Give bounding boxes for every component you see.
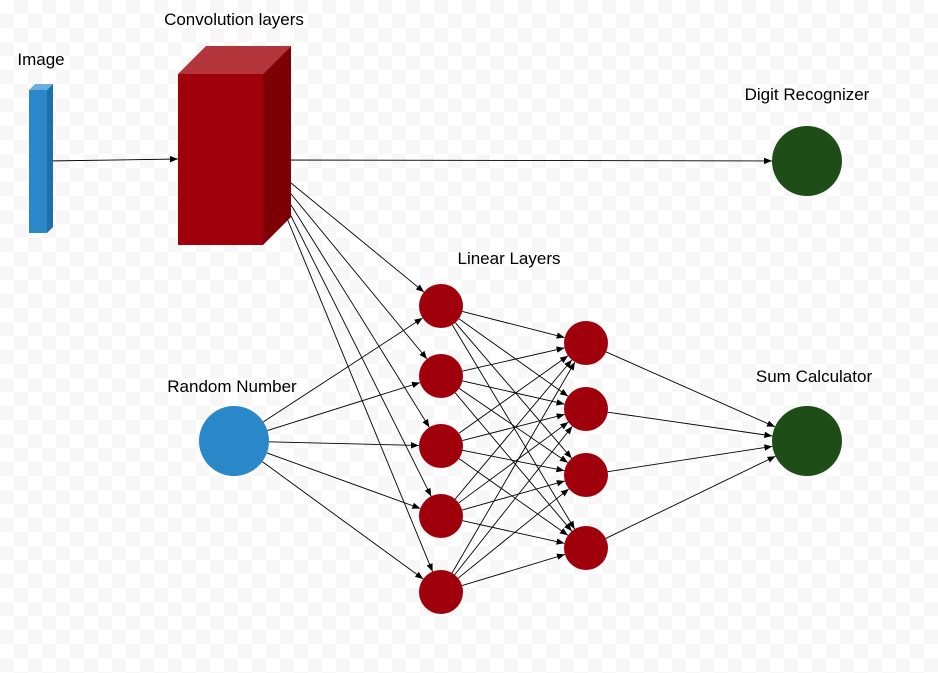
conv-to-digit-edge xyxy=(262,157,773,165)
conv-to-hidden-edge xyxy=(262,159,434,572)
image-bar xyxy=(29,84,53,233)
hidden2-to-sum-edge xyxy=(605,351,776,428)
sum-calculator-node xyxy=(772,406,842,476)
edges-group xyxy=(46,155,776,587)
hidden1-to-hidden2-edge xyxy=(457,488,570,579)
hidden1-to-hidden2-edge xyxy=(462,449,565,473)
random-number-label: Random Number xyxy=(167,377,297,396)
hidden1-to-hidden2-edge xyxy=(451,361,576,574)
random-to-hidden-edge xyxy=(263,317,423,423)
random-to-hidden-edge xyxy=(267,381,421,431)
image-bar-side xyxy=(47,84,53,233)
random-to-hidden-edge xyxy=(266,452,421,509)
image-label: Image xyxy=(17,50,64,69)
hidden1-neuron xyxy=(419,284,463,328)
digit-recognizer-label: Digit Recognizer xyxy=(745,85,870,104)
hidden1-to-hidden2-edge xyxy=(451,324,576,530)
conv-to-hidden-edge xyxy=(262,159,432,497)
linear-layers-label: Linear Layers xyxy=(457,249,560,268)
image-bar-front xyxy=(29,90,47,233)
random-to-hidden-edge xyxy=(268,441,420,449)
hidden1-to-hidden2-edge xyxy=(454,359,573,500)
hidden1-to-hidden2-edge xyxy=(462,346,565,372)
hidden1-to-hidden2-edge xyxy=(462,480,565,511)
hidden1-neuron xyxy=(419,424,463,468)
hidden2-neuron xyxy=(564,387,608,431)
image-bar-top xyxy=(29,84,53,90)
hidden1-to-hidden2-edge xyxy=(458,355,569,434)
sum-calculator-label: Sum Calculator xyxy=(756,367,873,386)
hidden1-neuron xyxy=(419,570,463,614)
hidden1-to-hidden2-edge xyxy=(458,318,569,397)
hidden1-to-hidden2-edge xyxy=(458,421,569,504)
hidden1-to-hidden2-edge xyxy=(462,380,565,406)
hidden2-to-sum-edge xyxy=(605,455,776,539)
conv-block-side xyxy=(263,46,291,245)
hidden2-neuron xyxy=(564,526,608,570)
nodes-group xyxy=(199,126,842,614)
image-to-conv-edge xyxy=(46,155,179,163)
hidden1-to-hidden2-edge xyxy=(458,388,569,463)
hidden2-neuron xyxy=(564,453,608,497)
hidden1-to-hidden2-edge xyxy=(458,458,569,536)
random-to-hidden-edge xyxy=(262,461,424,580)
hidden1-to-hidden2-edge xyxy=(454,322,573,459)
conv-block-front xyxy=(178,74,263,245)
hidden1-neuron xyxy=(419,494,463,538)
hidden1-to-hidden2-edge xyxy=(462,520,565,545)
hidden1-to-hidden2-edge xyxy=(461,553,566,587)
hidden2-neuron xyxy=(564,321,608,365)
conv-block-top xyxy=(178,46,291,74)
convolution-block xyxy=(178,46,291,245)
hidden2-to-sum-edge xyxy=(607,411,773,439)
hidden1-neuron xyxy=(419,354,463,398)
hidden1-to-hidden2-edge xyxy=(454,425,573,576)
hidden2-to-sum-edge xyxy=(607,444,773,473)
hidden1-to-hidden2-edge xyxy=(462,413,565,441)
convolution-layers-label: Convolution layers xyxy=(164,10,304,29)
random-number-node xyxy=(199,406,269,476)
digit-recognizer-node xyxy=(772,126,842,196)
hidden1-to-hidden2-edge xyxy=(462,311,565,339)
